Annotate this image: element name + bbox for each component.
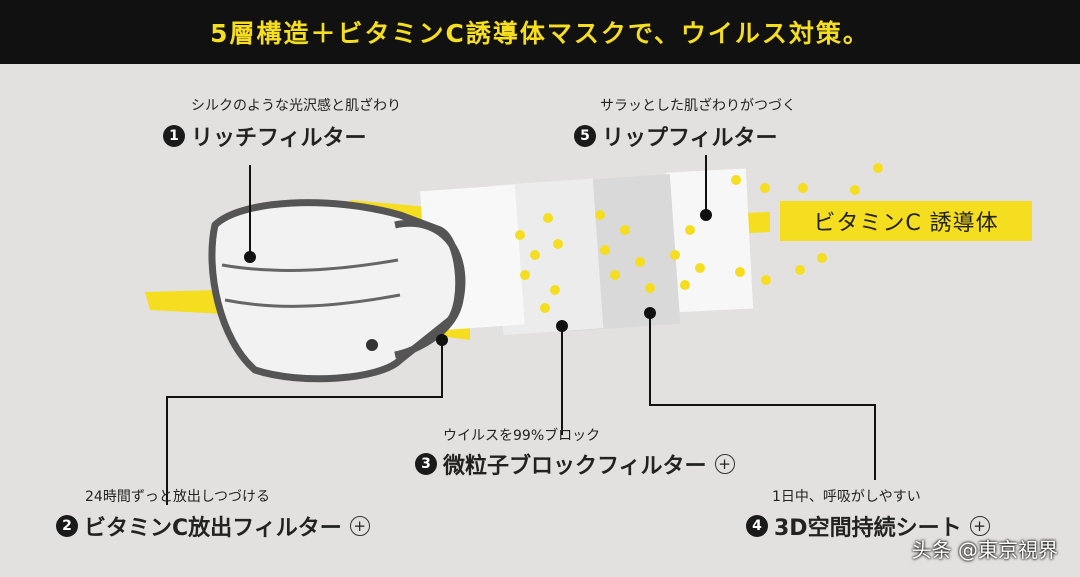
filter-layer-5 <box>665 168 754 313</box>
layer-4-description: 1日中、呼吸がしやすい <box>772 489 921 505</box>
layer-3-name: 微粒子ブロックフィルター <box>443 454 707 479</box>
layer-2-name: ビタミンC放出フィルター <box>84 516 342 541</box>
header-bar: 5層構造＋ビタミンC誘導体マスクで、ウイルス対策。 <box>0 0 1080 64</box>
layer-5-title: 5 リップフィルター <box>574 120 778 152</box>
plus-circle-icon[interactable]: + <box>969 516 990 536</box>
number-badge-icon: 2 <box>56 515 78 537</box>
plus-circle-icon[interactable]: + <box>714 454 735 474</box>
layer-1-name: リッチフィルター <box>191 126 367 151</box>
vitamin-c-label: ビタミンC 誘導体 <box>780 201 1032 241</box>
layer-5-name: リップフィルター <box>602 126 778 151</box>
logo-icon <box>366 339 378 351</box>
layer-1-title: 1 リッチフィルター <box>163 120 367 152</box>
layer-5-description: サラッとした肌ざわりがつづく <box>600 98 796 114</box>
layer-3-description: ウイルスを99%ブロック <box>443 428 601 444</box>
layer-2-title: 2 ビタミンC放出フィルター + <box>56 510 370 542</box>
layer-2-description: 24時間ずっと放出しつづける <box>85 489 270 505</box>
leader-lines <box>166 155 876 505</box>
number-badge-icon: 1 <box>163 125 185 147</box>
layer-4-title: 4 3D空間持続シート + <box>746 510 990 542</box>
vitamin-dots <box>515 163 883 313</box>
layer-1-description: シルクのような光沢感と肌ざわり <box>191 98 401 114</box>
mask-shape <box>208 199 466 383</box>
number-badge-icon: 5 <box>574 125 596 147</box>
page-title: 5層構造＋ビタミンC誘導体マスクで、ウイルス対策。 <box>210 19 870 48</box>
layer-3-title: 3 微粒子ブロックフィルター + <box>415 448 735 480</box>
leader-dots <box>244 209 712 346</box>
number-badge-icon: 3 <box>415 453 437 475</box>
layer-4-name: 3D空間持続シート <box>774 516 962 541</box>
watermark: 头条 @東京視界 <box>911 538 1058 562</box>
number-badge-icon: 4 <box>746 515 768 537</box>
plus-circle-icon[interactable]: + <box>349 516 370 536</box>
